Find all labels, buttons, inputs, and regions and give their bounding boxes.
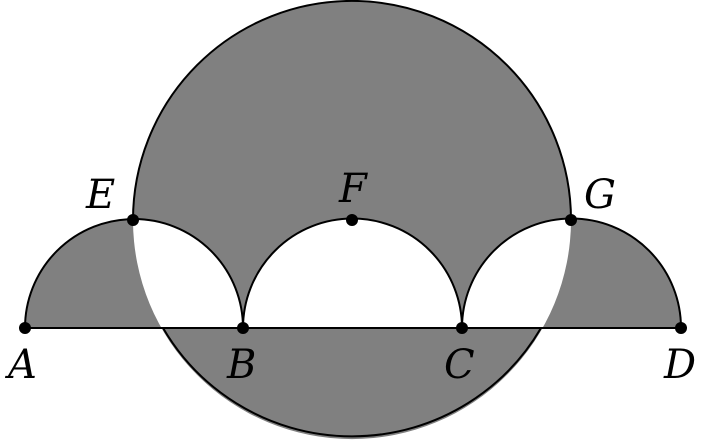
label-g: G: [584, 172, 616, 218]
large-circle-lower-arc: [162, 327, 542, 438]
label-a: A: [4, 342, 37, 388]
label-b: B: [226, 342, 256, 388]
label-d: D: [663, 342, 696, 388]
point-a: [19, 322, 31, 334]
label-c: C: [444, 342, 475, 388]
point-g: [565, 214, 577, 226]
large-circle-upper-arc: [132, 0, 572, 221]
point-b: [237, 322, 249, 334]
label-e: E: [85, 172, 115, 218]
point-f: [346, 214, 358, 226]
point-c: [456, 322, 468, 334]
shaded-region: [25, 0, 681, 440]
point-d: [675, 322, 687, 334]
point-e: [127, 214, 139, 226]
label-f: F: [338, 166, 368, 212]
points-layer: [19, 214, 687, 334]
